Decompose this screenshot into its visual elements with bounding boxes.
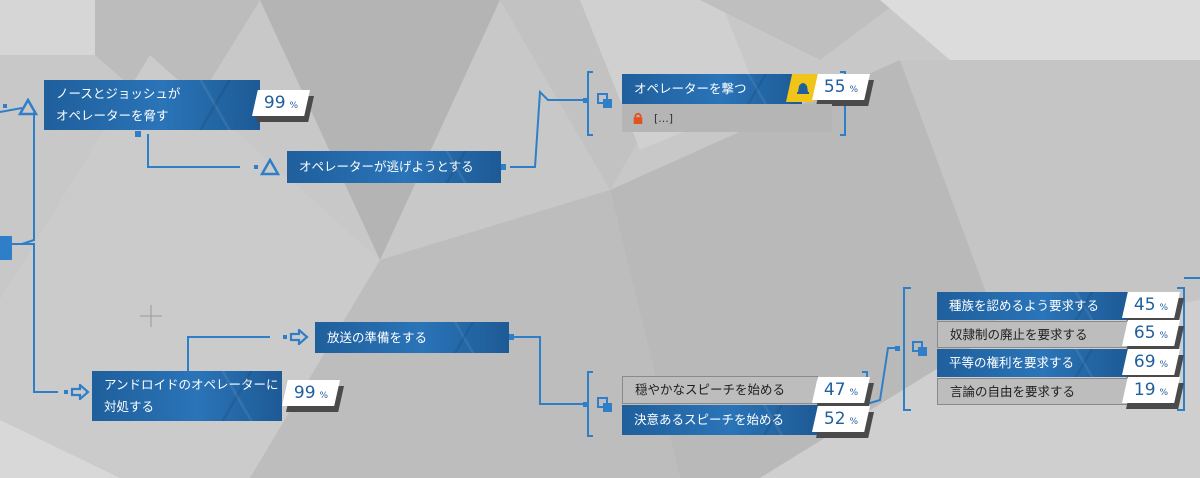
arrow-icon xyxy=(289,329,309,345)
percent-value: 19 xyxy=(1133,380,1156,400)
node-label: 放送の準備をする xyxy=(327,329,428,345)
node-resolute-speech[interactable]: 決意あるスピーチを始める xyxy=(622,405,818,435)
node-demand-free-speech[interactable]: 言論の自由を要求する xyxy=(937,378,1129,405)
node-label: 平等の権利を要求する xyxy=(949,355,1075,370)
node-label: 穏やかなスピーチを始める xyxy=(635,382,786,397)
locked-choice: [...] xyxy=(622,104,832,132)
node-calm-speech[interactable]: 穏やかなスピーチを始める xyxy=(622,376,818,404)
percent-badge: 55% xyxy=(812,74,874,106)
percent-value: 45 xyxy=(1133,295,1156,315)
node-label-line2: 対処する xyxy=(104,399,155,414)
node-demand-recognition[interactable]: 種族を認めるよう要求する xyxy=(937,292,1129,320)
percent-badge: 65% xyxy=(1122,320,1184,352)
node-deal-android-operator[interactable]: アンドロイドのオペレーターに 対処する xyxy=(92,371,282,421)
percent-value: 65 xyxy=(1133,323,1156,343)
square-icon xyxy=(597,397,612,412)
percent-badge: 69% xyxy=(1122,349,1184,381)
locked-label: [...] xyxy=(654,111,674,125)
node-label: 言論の自由を要求する xyxy=(950,383,1076,399)
percent-badge: 19% xyxy=(1122,377,1184,409)
percent-value: 47 xyxy=(823,380,846,400)
percent-value: 99 xyxy=(293,383,316,403)
square-icon xyxy=(912,341,927,356)
percent-value: 99 xyxy=(263,93,286,113)
triangle-icon xyxy=(260,158,280,176)
node-label-line1: アンドロイドのオペレーターに xyxy=(104,377,279,392)
percent-value: 55 xyxy=(823,77,846,97)
node-north-josh-threaten[interactable]: ノースとジョッシュが オペレーターを脅す xyxy=(44,80,260,130)
percent-badge: 52% xyxy=(812,406,874,438)
node-label: オペレーターを撃つ xyxy=(634,81,747,96)
percent-value: 69 xyxy=(1133,352,1156,372)
node-label: 奴隷制の廃止を要求する xyxy=(950,326,1088,342)
node-label-line1: ノースとジョッシュが xyxy=(56,86,181,101)
percent-badge: 99% xyxy=(252,90,314,122)
node-demand-abolish-slavery[interactable]: 奴隷制の廃止を要求する xyxy=(937,321,1129,348)
node-label-line2: オペレーターを脅す xyxy=(56,108,169,123)
node-label: 決意あるスピーチを始める xyxy=(634,412,785,427)
arrow-icon xyxy=(70,384,90,400)
lock-icon xyxy=(633,112,643,124)
node-label: 種族を認めるよう要求する xyxy=(949,298,1100,313)
percent-badge: 47% xyxy=(812,377,874,409)
bell-icon xyxy=(797,83,809,94)
percent-badge: 99% xyxy=(282,380,344,412)
square-icon xyxy=(597,93,612,108)
node-prepare-broadcast[interactable]: 放送の準備をする xyxy=(315,322,509,353)
node-demand-equal-rights[interactable]: 平等の権利を要求する xyxy=(937,349,1129,377)
node-shoot-operator[interactable]: オペレーターを撃つ xyxy=(622,74,802,104)
node-operator-flee[interactable]: オペレーターが逃げようとする xyxy=(287,151,501,183)
triangle-icon xyxy=(18,98,38,116)
percent-value: 52 xyxy=(823,409,846,429)
node-label: オペレーターが逃げようとする xyxy=(299,159,474,174)
percent-badge: 45% xyxy=(1122,292,1184,324)
